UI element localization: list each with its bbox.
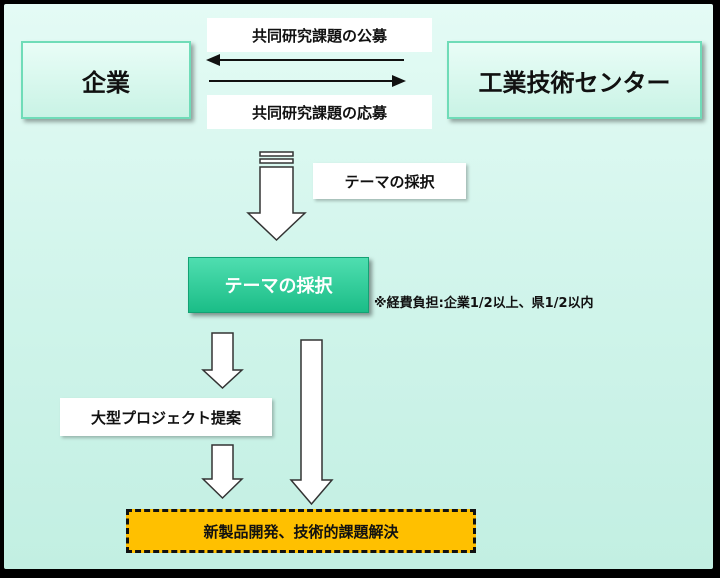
arrow-offer	[206, 54, 404, 66]
center-label: 工業技術センター	[478, 68, 671, 97]
company-label: 企業	[82, 68, 130, 97]
result-text: 新製品開発、技術的課題解決	[203, 522, 399, 541]
theme-adoption-node: テーマの採択	[188, 257, 369, 313]
theme-adopt-label-text: テーマの採択	[344, 172, 435, 191]
cost-share-note: ※経費負担:企業1/2以上、県1/2以内	[374, 296, 594, 311]
theme-adoption-text: テーマの採択	[224, 276, 333, 297]
arrow-to-proposal	[201, 332, 244, 390]
diagram-canvas: 企業 工業技術センター 共同研究課題の公募 共同研究課題の応募 テーマの採択 テ…	[4, 4, 713, 569]
company-node: 企業	[21, 41, 191, 119]
apply-label-text: 共同研究課題の応募	[251, 103, 387, 122]
industrial-tech-center-node: 工業技術センター	[447, 41, 702, 119]
apply-label: 共同研究課題の応募	[207, 95, 432, 129]
theme-adopt-label: テーマの採択	[313, 163, 466, 199]
offer-label-text: 共同研究課題の公募	[251, 26, 387, 45]
large-project-proposal-node: 大型プロジェクト提案	[60, 398, 272, 436]
arrow-proposal-to-result	[201, 444, 244, 500]
offer-label: 共同研究課題の公募	[207, 18, 432, 52]
proposal-text: 大型プロジェクト提案	[90, 408, 241, 427]
arrow-apply	[209, 75, 406, 87]
arrow-to-theme	[246, 151, 307, 242]
new-product-development-node: 新製品開発、技術的課題解決	[126, 509, 476, 553]
arrows-layer	[201, 54, 406, 506]
arrow-theme-to-result	[289, 339, 334, 506]
